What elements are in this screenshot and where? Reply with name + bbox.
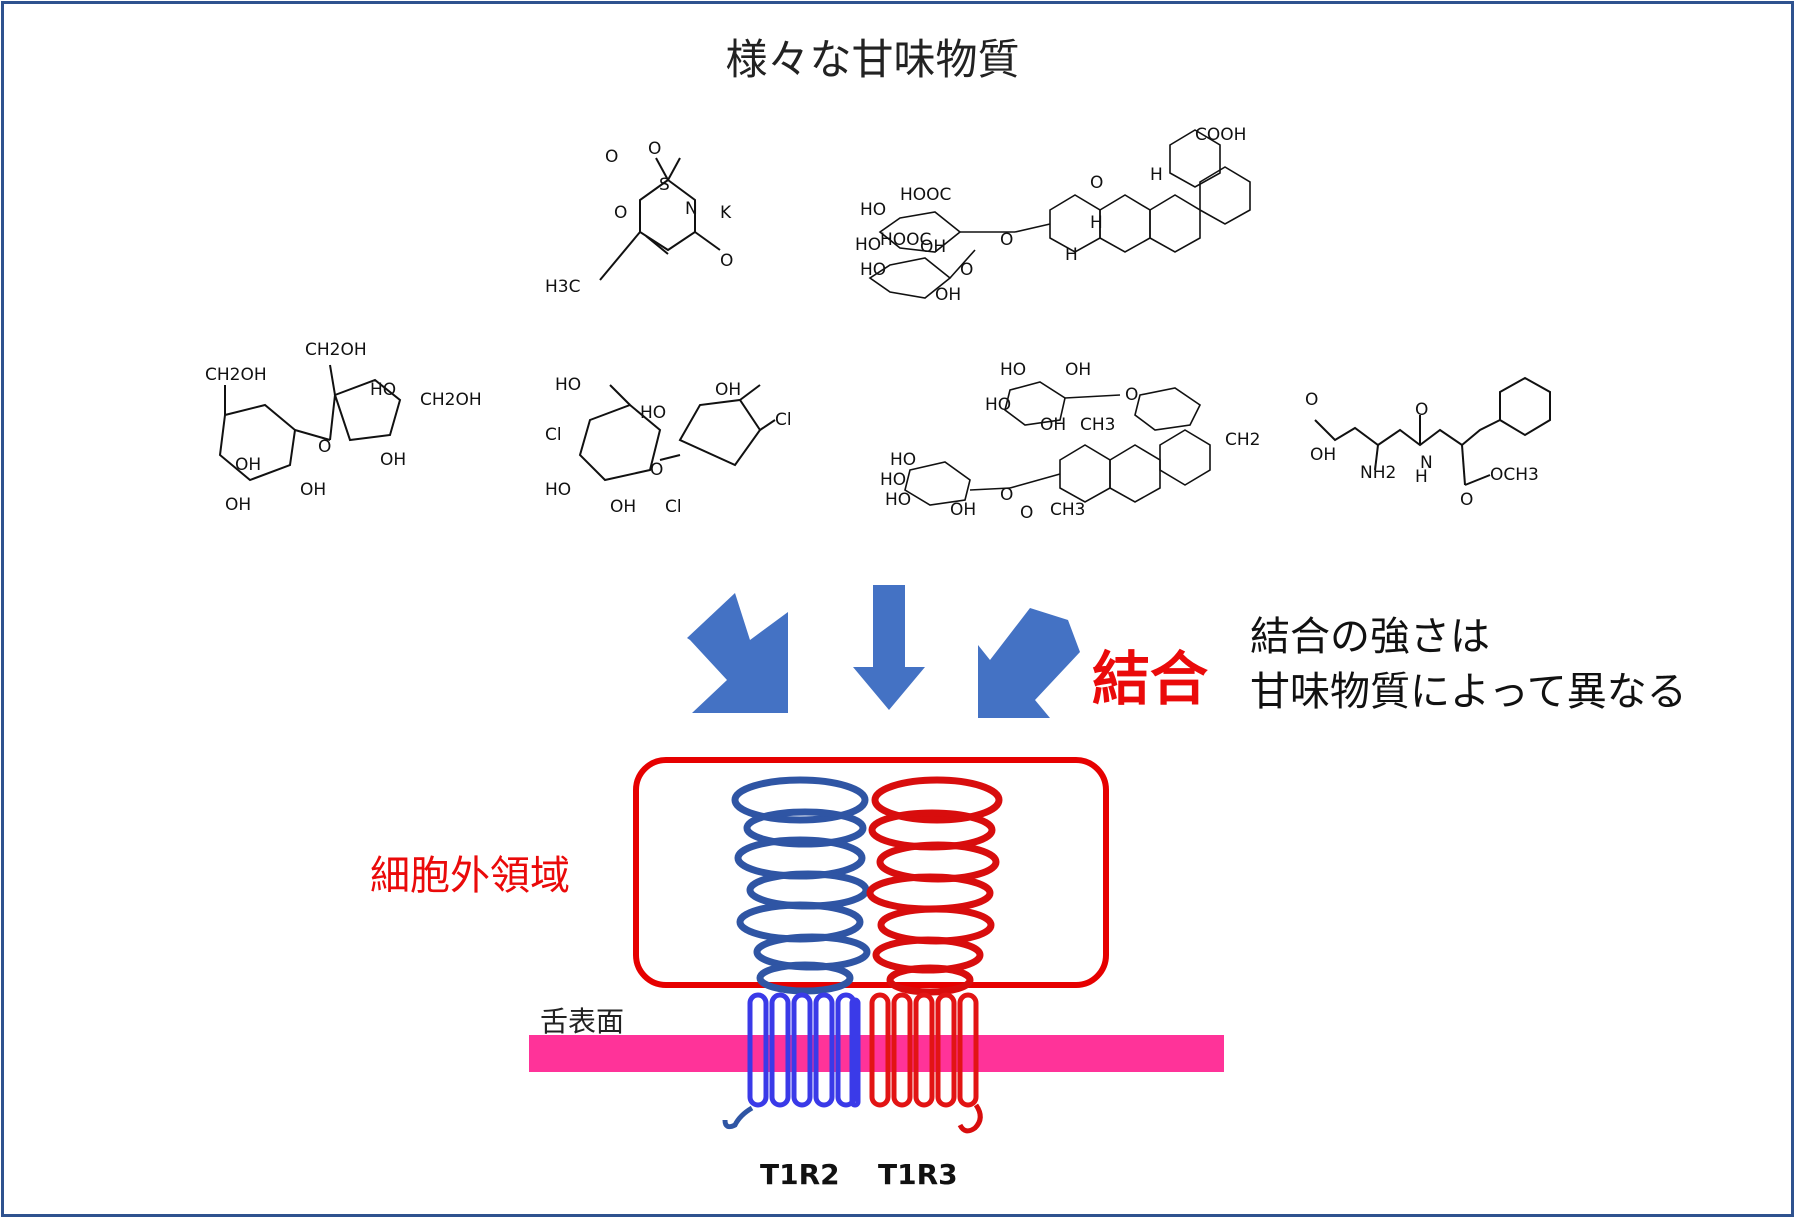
diagram-title: 様々な甘味物質 xyxy=(725,35,1020,84)
svg-text:HO: HO xyxy=(555,375,581,395)
svg-text:H: H xyxy=(1065,245,1078,265)
svg-text:Cl: Cl xyxy=(775,410,792,430)
molecule-acesulfame: O O S O N K O H3C xyxy=(545,139,733,297)
svg-text:COOH: COOH xyxy=(1195,125,1246,145)
svg-text:H: H xyxy=(1090,213,1103,233)
svg-text:CH2OH: CH2OH xyxy=(205,365,267,385)
svg-text:O: O xyxy=(1460,490,1473,510)
arrow-left xyxy=(687,593,788,713)
t1r2-transmembrane xyxy=(722,992,861,1130)
molecule-glycyrrhizin: COOH O H H HOOC HOOC HO HO HO OH OH O O … xyxy=(855,125,1251,305)
svg-text:OH: OH xyxy=(235,455,261,475)
receptor-label-t1r2: T1R2 xyxy=(760,1158,840,1191)
binding-label: 結合 xyxy=(1092,645,1209,713)
svg-text:HO: HO xyxy=(1000,360,1026,380)
svg-text:O: O xyxy=(1000,230,1013,250)
svg-text:HO: HO xyxy=(370,380,396,400)
svg-text:OH: OH xyxy=(225,495,251,515)
extracellular-box xyxy=(633,757,1109,988)
svg-text:OH: OH xyxy=(1310,445,1336,465)
binding-note-line-2: 甘味物質によって異なる xyxy=(1250,669,1687,715)
svg-text:OH: OH xyxy=(1040,415,1066,435)
molecule-stevioside: HO OH HO OH O CH2 HO HO HO OH CH3 CH3 O … xyxy=(880,360,1260,523)
svg-text:HOOC: HOOC xyxy=(880,230,931,250)
tongue-membrane xyxy=(529,1035,1224,1072)
svg-text:OH: OH xyxy=(380,450,406,470)
svg-text:HO: HO xyxy=(545,480,571,500)
svg-text:HO: HO xyxy=(885,490,911,510)
svg-text:OH: OH xyxy=(300,480,326,500)
svg-text:HO: HO xyxy=(880,470,906,490)
svg-text:O: O xyxy=(1415,400,1428,420)
t1r3-transmembrane xyxy=(869,992,983,1134)
svg-text:H: H xyxy=(1415,467,1428,487)
svg-text:H: H xyxy=(1150,165,1163,185)
svg-text:HO: HO xyxy=(860,200,886,220)
t1r3-extracellular-domain xyxy=(866,776,1003,996)
svg-text:CH2OH: CH2OH xyxy=(420,390,482,410)
svg-text:HO: HO xyxy=(860,260,886,280)
svg-text:OH: OH xyxy=(950,500,976,520)
svg-text:NH2: NH2 xyxy=(1360,463,1396,483)
svg-text:OH: OH xyxy=(715,380,741,400)
molecule-sucralose: HO HO OH Cl Cl HO OH Cl O xyxy=(545,375,792,517)
svg-text:OH: OH xyxy=(610,497,636,517)
svg-text:O: O xyxy=(650,460,663,480)
svg-text:OH: OH xyxy=(935,285,961,305)
svg-text:S: S xyxy=(659,175,670,195)
svg-text:H3C: H3C xyxy=(545,277,580,297)
svg-text:OH: OH xyxy=(1065,360,1091,380)
svg-text:O: O xyxy=(1305,390,1318,410)
svg-text:OCH3: OCH3 xyxy=(1490,465,1539,485)
svg-text:O: O xyxy=(318,437,331,457)
svg-text:O: O xyxy=(1125,385,1138,405)
arrow-center xyxy=(853,585,925,710)
svg-text:O: O xyxy=(1000,485,1013,505)
svg-text:HO: HO xyxy=(640,403,666,423)
svg-text:CH2OH: CH2OH xyxy=(305,340,367,360)
binding-note: 結合の強さは 甘味物質によって異なる xyxy=(1250,610,1687,720)
svg-text:O: O xyxy=(648,139,661,159)
molecule-sucrose: CH2OH CH2OH HO CH2OH OH OH OH OH O xyxy=(205,340,482,515)
svg-text:OH: OH xyxy=(920,237,946,257)
svg-text:Cl: Cl xyxy=(665,497,682,517)
svg-text:O: O xyxy=(1090,173,1103,193)
arrow-right xyxy=(978,608,1080,718)
svg-text:N: N xyxy=(685,199,698,219)
tongue-surface-label: 舌表面 xyxy=(540,1005,625,1038)
svg-text:HOOC: HOOC xyxy=(900,185,951,205)
molecule-aspartame: O OH NH2 O N H O OCH3 xyxy=(1305,376,1551,510)
svg-text:CH3: CH3 xyxy=(1050,500,1085,520)
svg-text:O: O xyxy=(614,203,627,223)
svg-text:CH2: CH2 xyxy=(1225,430,1260,450)
svg-text:HO: HO xyxy=(855,235,881,255)
binding-note-line-1: 結合の強さは xyxy=(1250,614,1490,660)
svg-text:O: O xyxy=(720,251,733,271)
svg-text:Cl: Cl xyxy=(545,425,562,445)
receptor-label-t1r3: T1R3 xyxy=(878,1158,958,1191)
svg-text:K: K xyxy=(720,203,732,223)
t1r2-extracellular-domain xyxy=(731,776,871,995)
svg-text:O: O xyxy=(960,260,973,280)
extracellular-label: 細胞外領域 xyxy=(370,853,570,899)
binding-arrows xyxy=(687,585,1080,718)
svg-text:N: N xyxy=(1420,453,1433,473)
svg-text:CH3: CH3 xyxy=(1080,415,1115,435)
svg-text:O: O xyxy=(1020,503,1033,523)
svg-text:O: O xyxy=(605,147,618,167)
svg-text:HO: HO xyxy=(890,450,916,470)
svg-text:HO: HO xyxy=(985,395,1011,415)
